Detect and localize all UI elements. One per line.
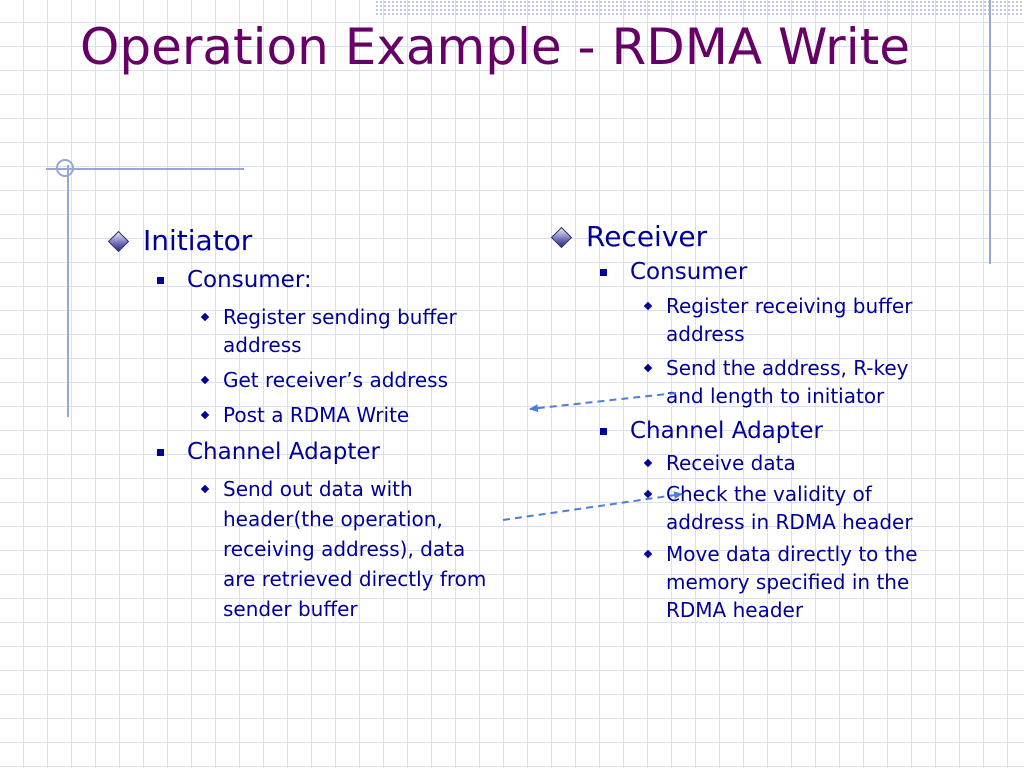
small-diamond-bullet-icon: [200, 366, 223, 394]
crosshair-ring: [56, 159, 74, 177]
left-vertical-rule: [67, 165, 69, 417]
initiator-channel-adapter-label: Channel Adapter: [187, 439, 380, 465]
list-item-text: Post a RDMA Write: [223, 403, 410, 427]
list-item-text: Register receiving buffer address: [666, 294, 913, 346]
diamond-bullet-icon: [548, 217, 586, 257]
title-underline: [46, 168, 244, 170]
list-item: Send out data with header(the operation,…: [200, 474, 525, 624]
list-item: Post a RDMA Write: [200, 401, 525, 429]
list-item: Send the address, R-key and length to in…: [643, 354, 968, 410]
receiver-heading: Receiver: [586, 220, 708, 253]
small-diamond-bullet-icon: [200, 303, 223, 331]
small-diamond-bullet-icon: [643, 480, 666, 508]
slide-title: Operation Example - RDMA Write: [80, 18, 910, 76]
receiver-heading-row: Receiver: [548, 217, 968, 257]
list-item: Check the validity of address in RDMA he…: [643, 480, 968, 536]
receiver-channel-adapter-label: Channel Adapter: [630, 418, 823, 444]
list-item-text: Register sending buffer address: [223, 305, 457, 357]
list-item: Register receiving buffer address: [643, 292, 968, 348]
list-item-text: Receive data: [666, 451, 796, 475]
diamond-bullet-icon: [105, 221, 143, 261]
list-item: Receive data: [643, 449, 968, 477]
small-diamond-bullet-icon: [200, 474, 223, 504]
list-item: Get receiver’s address: [200, 366, 525, 394]
list-item-text: Check the validity of address in RDMA he…: [666, 482, 913, 534]
initiator-channel-adapter-row: Channel Adapter: [157, 437, 525, 467]
square-bullet-icon: [600, 257, 630, 287]
title-band-decoration: [375, 0, 1024, 16]
list-item-text: Send out data with header(the operation,…: [223, 477, 487, 621]
receiver-column: Receiver Consumer Register receiving buf…: [548, 217, 968, 624]
small-diamond-bullet-icon: [643, 540, 666, 568]
initiator-heading: Initiator: [143, 224, 253, 257]
right-vertical-rule: [989, 0, 991, 264]
list-item-text: Get receiver’s address: [223, 368, 449, 392]
small-diamond-bullet-icon: [200, 401, 223, 429]
square-bullet-icon: [157, 265, 187, 295]
list-item-text: Send the address, R-key and length to in…: [666, 356, 909, 408]
list-item: Register sending buffer address: [200, 303, 525, 359]
square-bullet-icon: [600, 416, 630, 446]
receiver-consumer-label: Consumer: [630, 259, 748, 285]
square-bullet-icon: [157, 437, 187, 467]
list-item: Move data directly to the memory specifi…: [643, 540, 968, 624]
initiator-column: Initiator Consumer: Register sending buf…: [105, 221, 525, 624]
receiver-consumer-row: Consumer: [600, 257, 968, 287]
list-item-text: Move data directly to the memory specifi…: [666, 542, 918, 622]
initiator-consumer-label: Consumer:: [187, 267, 312, 293]
small-diamond-bullet-icon: [643, 354, 666, 382]
initiator-consumer-row: Consumer:: [157, 265, 525, 295]
small-diamond-bullet-icon: [643, 449, 666, 477]
receiver-channel-adapter-row: Channel Adapter: [600, 416, 968, 446]
initiator-heading-row: Initiator: [105, 221, 525, 261]
small-diamond-bullet-icon: [643, 292, 666, 320]
